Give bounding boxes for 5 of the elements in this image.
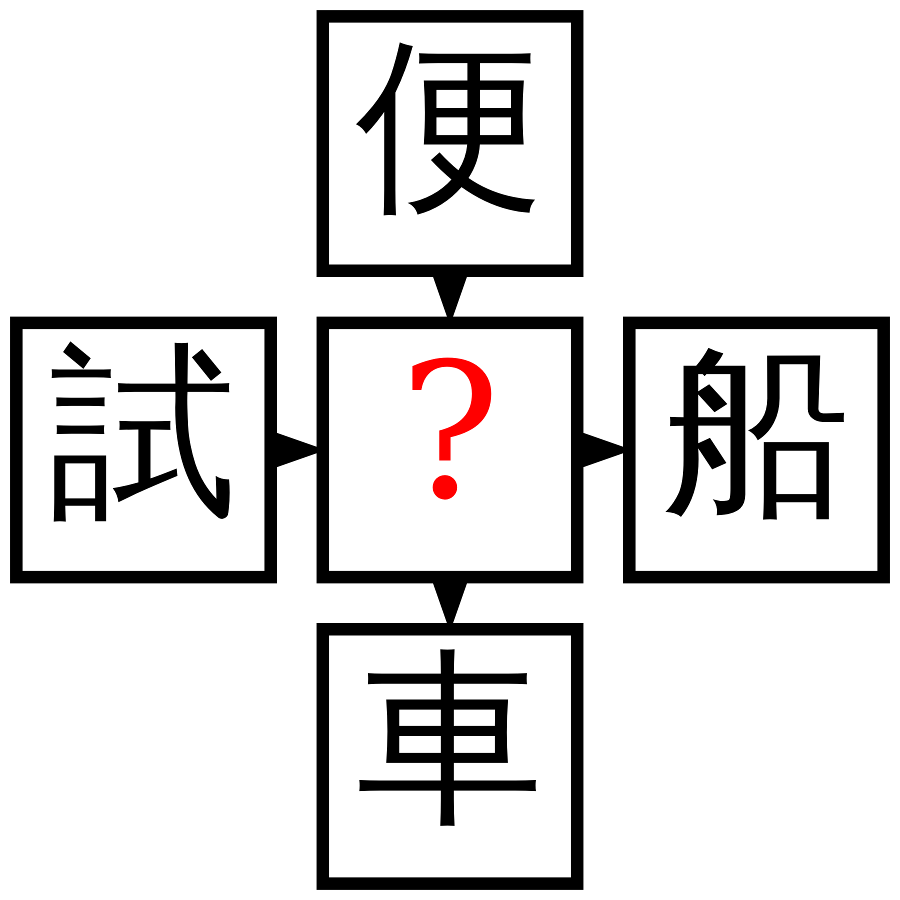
node-box: ? xyxy=(316,316,584,584)
node-box: 船 xyxy=(623,316,890,584)
node-box: 便 xyxy=(316,10,584,277)
node-box: 車 xyxy=(316,623,584,890)
node-box: 試 xyxy=(10,316,277,584)
